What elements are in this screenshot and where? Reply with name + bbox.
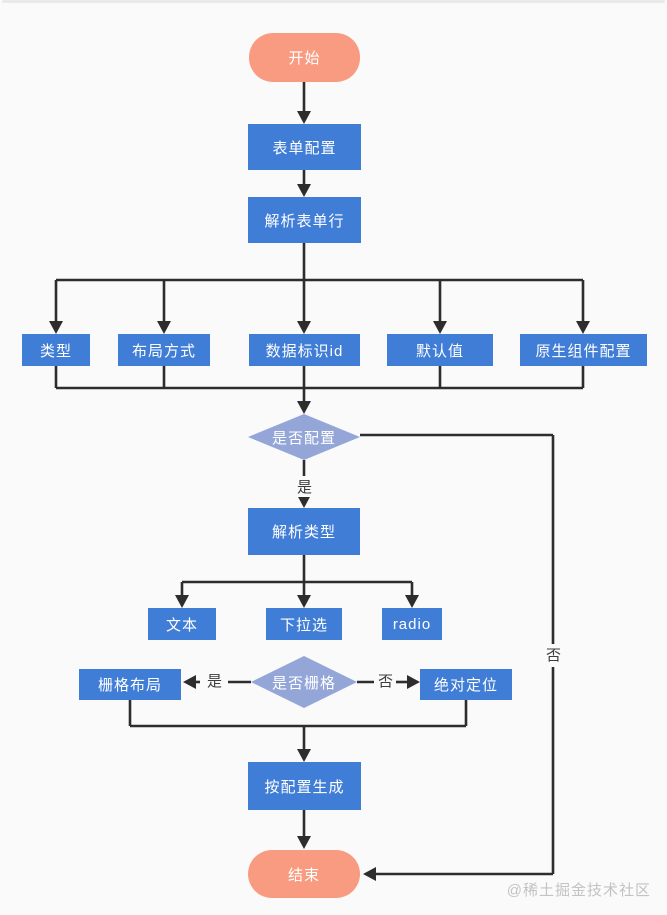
node-grid-layout: 栅格布局 bbox=[79, 669, 181, 700]
edge-label-configured-yes: 是 bbox=[295, 479, 315, 497]
node-default-value: 默认值 bbox=[387, 334, 493, 366]
edge-parse-form-row-fanout bbox=[49, 243, 590, 334]
top-edge-divider bbox=[2, 0, 665, 3]
node-generate-by-config: 按配置生成 bbox=[248, 762, 361, 810]
edge-is-grid-yes bbox=[183, 675, 251, 689]
node-dropdown: 下拉选 bbox=[266, 608, 342, 640]
node-radio: radio bbox=[382, 608, 442, 640]
node-parse-type: 解析类型 bbox=[248, 508, 360, 555]
edge-parse-type-fanout bbox=[175, 555, 419, 608]
node-start: 开始 bbox=[249, 33, 360, 82]
edge-label-grid-yes: 是 bbox=[205, 673, 225, 691]
node-native-config: 原生组件配置 bbox=[520, 334, 647, 366]
edge-generate-to-end bbox=[297, 810, 311, 849]
edge-is-configured-yes bbox=[297, 460, 311, 508]
node-parse-form-row: 解析表单行 bbox=[248, 197, 361, 243]
watermark-text: @稀土掘金技术社区 bbox=[506, 882, 651, 899]
node-text: 文本 bbox=[148, 608, 216, 640]
node-end: 结束 bbox=[248, 850, 360, 898]
edge-form-config-to-parse-form-row bbox=[297, 170, 311, 197]
edge-fanin-to-generate bbox=[128, 700, 468, 762]
edge-fanin-to-is-configured bbox=[54, 366, 585, 414]
node-layout-mode: 布局方式 bbox=[118, 334, 210, 366]
node-form-config: 表单配置 bbox=[248, 124, 361, 170]
node-type: 类型 bbox=[22, 334, 90, 366]
node-data-id: 数据标识id bbox=[249, 334, 360, 366]
edge-start-to-form-config bbox=[297, 82, 311, 124]
node-absolute-position: 绝对定位 bbox=[420, 669, 512, 700]
edge-label-grid-no: 否 bbox=[376, 673, 396, 691]
edge-is-configured-no-bypass bbox=[360, 433, 555, 881]
edge-label-configured-no: 否 bbox=[544, 647, 564, 665]
edge-is-grid-no bbox=[357, 675, 420, 689]
